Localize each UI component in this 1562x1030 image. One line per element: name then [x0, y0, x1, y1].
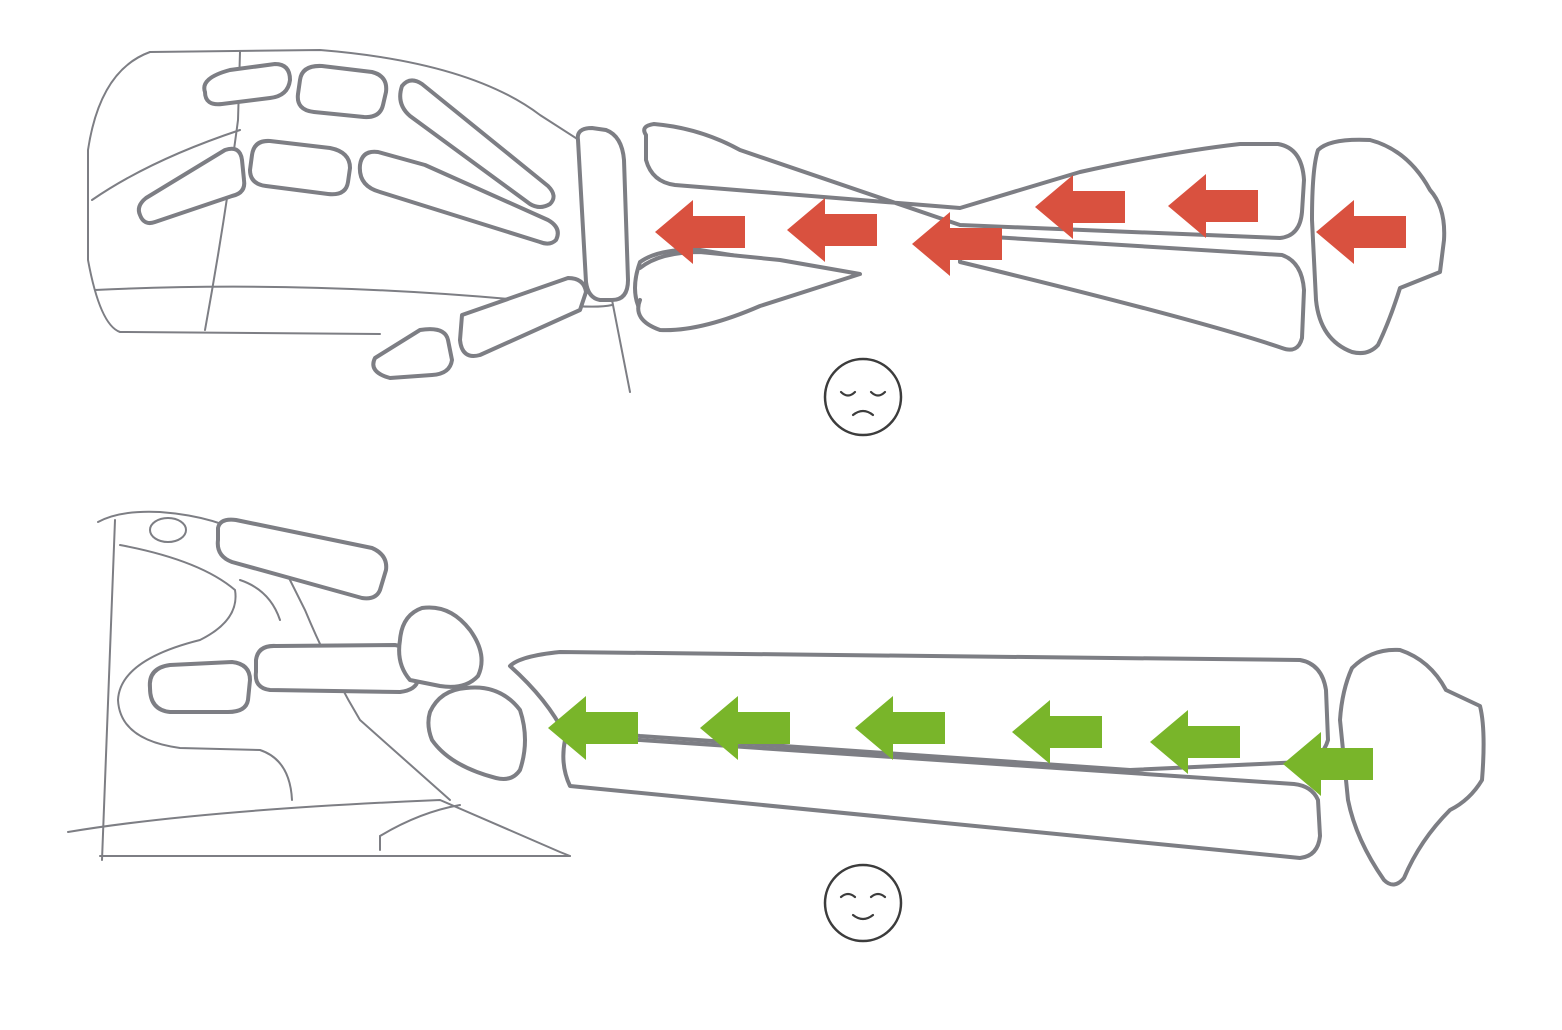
- neutral-arrow: [700, 696, 790, 760]
- vertical-mouse-outline: [67, 510, 571, 861]
- humerus-end-parallel: [1338, 647, 1486, 887]
- strain-arrow: [787, 198, 877, 262]
- vertical-mouse-panel: [67, 510, 1486, 943]
- neutral-arrow: [1150, 710, 1240, 774]
- strain-arrow: [912, 212, 1002, 276]
- strain-arrow-group: [655, 174, 1406, 276]
- strain-arrow: [1168, 174, 1258, 238]
- ulna-bone-parallel: [561, 738, 1322, 860]
- neutral-arrow: [855, 696, 945, 760]
- sad-face-icon: [823, 357, 903, 437]
- forearm-bones-parallel: [508, 647, 1486, 887]
- strain-arrow: [655, 200, 745, 264]
- strain-arrow: [1035, 175, 1125, 239]
- neutral-arrow: [548, 696, 638, 760]
- hand-bones: [136, 62, 630, 380]
- standard-mouse-panel: [87, 48, 1447, 437]
- hand-bones-vertical: [147, 517, 527, 781]
- smiling-face-icon: [823, 863, 903, 943]
- neutral-arrow: [1012, 700, 1102, 764]
- neutral-arrow-group: [548, 696, 1373, 796]
- forearm-bones-crossed: [633, 122, 1447, 356]
- strain-arrow: [1316, 200, 1406, 264]
- neutral-arrow: [1283, 732, 1373, 796]
- radius-bone: [642, 122, 1306, 240]
